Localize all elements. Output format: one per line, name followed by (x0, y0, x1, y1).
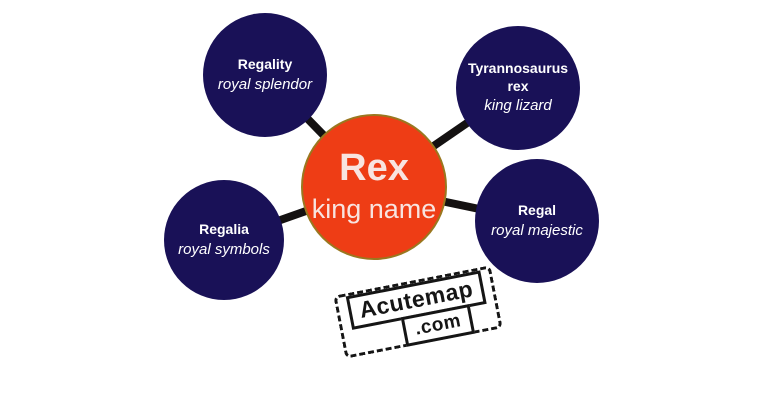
node-regalia: Regalia royal symbols (164, 180, 284, 300)
node-title: Regal (517, 202, 557, 218)
node-title: Regality (237, 56, 293, 72)
center-title: Rex (339, 146, 409, 189)
node-subtitle: royal symbols (178, 240, 270, 258)
node-tyrannosaurus-rex: Tyrannosaurus rex king lizard (456, 26, 580, 150)
center-node-rex: Rex king name (301, 114, 447, 260)
node-subtitle: royal splendor (217, 75, 313, 93)
node-subtitle: king lizard (484, 97, 552, 115)
node-title: Tyrannosaurus rex (467, 60, 569, 94)
node-subtitle: royal majestic (491, 221, 583, 239)
node-title: Regalia (199, 221, 249, 237)
node-regal: Regal royal majestic (475, 159, 599, 283)
node-regality: Regality royal splendor (203, 13, 327, 137)
center-subtitle: king name (311, 193, 437, 224)
